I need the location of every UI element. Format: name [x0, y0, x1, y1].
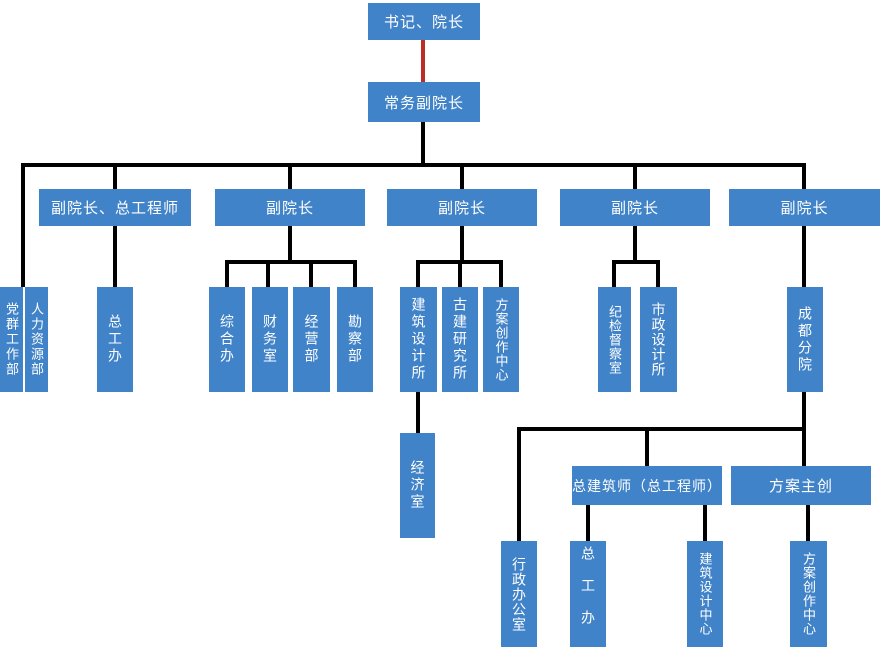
connector-line	[309, 260, 313, 287]
connector-line	[499, 260, 503, 287]
connector-line	[703, 505, 707, 541]
node-vp4[interactable]: 副院长	[560, 189, 710, 226]
connector-line	[21, 163, 25, 287]
node-hr-dept[interactable]: 人力资源部	[25, 287, 48, 392]
connector-line	[656, 260, 660, 287]
connector-line	[586, 505, 590, 541]
node-general-affairs-office[interactable]: 综合办	[209, 287, 245, 392]
node-chief-architect[interactable]: 总建筑师（总工程师）	[572, 466, 722, 505]
connector-line	[288, 226, 292, 264]
node-survey-dept[interactable]: 勘察部	[337, 287, 373, 392]
connector-line	[421, 122, 425, 167]
node-scheme-lead[interactable]: 方案主创	[731, 466, 871, 505]
connector-line	[802, 226, 806, 287]
connector-line	[458, 260, 462, 287]
connector-line	[633, 163, 637, 189]
node-branch-chief-engineer-office[interactable]: 总工办	[570, 541, 606, 647]
connector-line	[460, 163, 464, 189]
connector-line	[225, 260, 229, 287]
connector-line	[353, 260, 357, 287]
node-vp-chief-engineer[interactable]: 副院长、总工程师	[39, 189, 191, 226]
connector-line	[517, 427, 521, 541]
connector-line	[225, 260, 357, 264]
node-chief-engineer-office[interactable]: 总工办	[97, 287, 133, 392]
node-chengdu-branch[interactable]: 成都分院	[787, 287, 823, 392]
connector-line	[113, 226, 117, 287]
node-municipal-design-institute[interactable]: 市政设计所	[640, 287, 677, 392]
connector-line	[645, 427, 649, 466]
node-architectural-design-center[interactable]: 建筑设计中心	[687, 541, 723, 647]
node-finance-office[interactable]: 财务室	[252, 287, 288, 392]
node-group-party-hr: 党群工作部 人力资源部	[0, 287, 48, 392]
node-scheme-creation-center[interactable]: 方案创作中心	[483, 287, 519, 392]
node-discipline-inspection-office[interactable]: 纪检督察室	[598, 287, 631, 392]
connector-line	[460, 226, 464, 264]
node-economics-office[interactable]: 经济室	[400, 433, 435, 538]
connector-line	[802, 163, 806, 189]
connector-root-link	[421, 40, 425, 82]
connector-line	[266, 260, 270, 287]
node-vp3[interactable]: 副院长	[387, 189, 537, 226]
node-executive-vice-dean[interactable]: 常务副院长	[368, 82, 480, 122]
node-branch-scheme-creation-center[interactable]: 方案创作中心	[790, 541, 827, 647]
connector-line	[416, 260, 420, 287]
connector-line	[21, 163, 806, 167]
connector-line	[612, 260, 660, 264]
node-ancient-architecture-institute[interactable]: 古建研究所	[442, 287, 478, 392]
connector-line	[288, 163, 292, 189]
node-vp2[interactable]: 副院长	[215, 189, 365, 226]
node-vp5[interactable]: 副院长	[729, 189, 880, 226]
connector-line	[633, 226, 637, 264]
node-architectural-design-institute[interactable]: 建筑设计所	[400, 287, 437, 392]
node-admin-office[interactable]: 行政办公室	[501, 541, 537, 647]
node-party-mass-dept[interactable]: 党群工作部	[0, 287, 23, 392]
connector-line	[806, 505, 810, 541]
connector-line	[113, 163, 117, 189]
connector-line	[612, 260, 616, 287]
node-secretary-dean[interactable]: 书记、院长	[368, 3, 480, 40]
node-business-dept[interactable]: 经营部	[293, 287, 330, 392]
connector-line	[416, 392, 420, 433]
connector-line	[517, 427, 806, 431]
